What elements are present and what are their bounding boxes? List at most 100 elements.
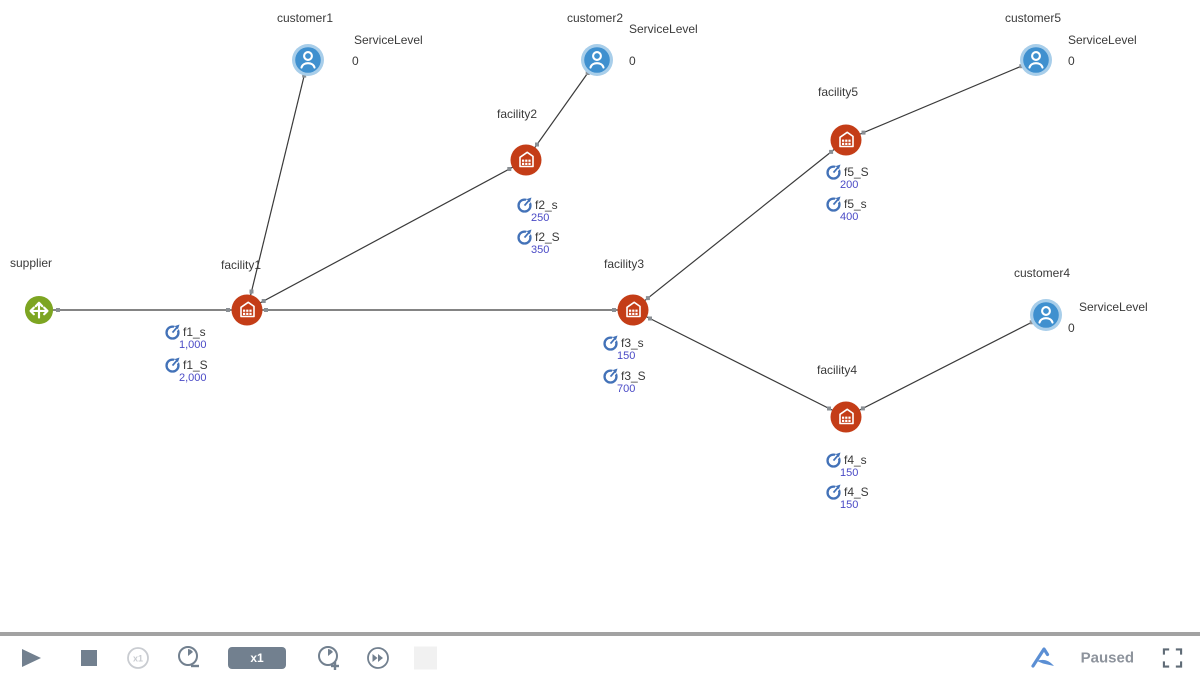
fast-forward-icon bbox=[367, 647, 389, 669]
gauge-value: 150 bbox=[840, 499, 859, 511]
gauge-f4_S: f4_S 150 bbox=[825, 483, 869, 511]
facility-icon bbox=[830, 401, 862, 433]
node-label-facility2: facility2 bbox=[497, 107, 538, 121]
gauge-f2_S: f2_S 350 bbox=[516, 228, 560, 256]
network-edges bbox=[39, 59, 1047, 418]
gauge-icon bbox=[517, 197, 533, 213]
service-level-label-customer2: ServiceLevel bbox=[629, 22, 698, 36]
gauge-f1_s: f1_s 1,000 bbox=[164, 323, 207, 351]
fullscreen-icon bbox=[1162, 648, 1183, 668]
gauge-name: f2_S bbox=[535, 229, 560, 244]
gauge-value: 2,000 bbox=[179, 372, 207, 384]
gauge-f3_S: f3_S 700 bbox=[602, 367, 646, 395]
gauge-name: f5_s bbox=[844, 196, 867, 211]
node-customer5[interactable] bbox=[1019, 43, 1053, 82]
gauge-value: 200 bbox=[840, 179, 859, 191]
speed-reset-label: x1 bbox=[133, 654, 143, 664]
stop-button[interactable] bbox=[80, 649, 98, 667]
customer-icon bbox=[1030, 299, 1062, 331]
simulation-canvas: supplier facility1 facility2 bbox=[10, 11, 1148, 511]
node-label-customer5: customer5 bbox=[1005, 11, 1062, 25]
stop-icon bbox=[81, 650, 97, 666]
speed-badge[interactable]: x1 bbox=[228, 647, 286, 669]
customer-icon bbox=[292, 44, 324, 76]
gauge-icon bbox=[826, 452, 842, 468]
gauge-f2_s: f2_s 250 bbox=[516, 196, 558, 224]
node-label-facility1: facility1 bbox=[221, 258, 262, 272]
gauge-icon bbox=[826, 484, 842, 500]
gauge-f5_S: f5_S 200 bbox=[825, 163, 869, 191]
anylogic-logo[interactable] bbox=[1030, 646, 1058, 670]
gauge-f1_S: f1_S 2,000 bbox=[164, 356, 208, 384]
node-label-supplier: supplier bbox=[10, 256, 53, 270]
gauge-icon bbox=[165, 357, 181, 373]
gauge-value: 1,000 bbox=[179, 339, 207, 351]
node-customer1[interactable] bbox=[291, 43, 325, 82]
node-label-customer2: customer2 bbox=[567, 11, 624, 25]
gauge-icon bbox=[517, 229, 533, 245]
speed-up-button[interactable] bbox=[316, 645, 342, 671]
node-facility5[interactable] bbox=[830, 124, 862, 161]
node-label-facility5: facility5 bbox=[818, 85, 859, 99]
customer-icon bbox=[1020, 44, 1052, 76]
play-icon bbox=[22, 649, 41, 667]
node-facility4[interactable] bbox=[830, 401, 862, 438]
gauge-icon bbox=[603, 368, 619, 384]
node-facility1[interactable] bbox=[231, 294, 263, 331]
gauge-f4_s: f4_s 150 bbox=[825, 451, 867, 479]
node-label-customer4: customer4 bbox=[1014, 266, 1071, 280]
gauge-f3_s: f3_s 150 bbox=[602, 334, 644, 362]
gauge-name: f2_s bbox=[535, 197, 558, 212]
gauge-icon bbox=[165, 324, 181, 340]
gauge-value: 250 bbox=[531, 212, 550, 224]
gauge-value: 150 bbox=[617, 350, 636, 362]
gauge-icon bbox=[826, 164, 842, 180]
gauge-name: f5_S bbox=[844, 164, 869, 179]
gauge-icon bbox=[826, 196, 842, 212]
fast-forward-button[interactable] bbox=[366, 646, 390, 670]
fullscreen-button[interactable] bbox=[1162, 648, 1183, 669]
simulation-toolbar: x1 x1 Paused bbox=[0, 632, 1200, 680]
node-customer4[interactable] bbox=[1029, 298, 1063, 337]
play-button[interactable] bbox=[18, 646, 44, 670]
gauge-f5_s: f5_s 400 bbox=[825, 195, 867, 223]
node-label-facility3: facility3 bbox=[604, 257, 645, 271]
gauge-name: f3_s bbox=[621, 335, 644, 350]
gauge-name: f4_s bbox=[844, 452, 867, 467]
gauge-value: 400 bbox=[840, 211, 859, 223]
node-supplier[interactable] bbox=[24, 295, 54, 330]
speed-badge-label: x1 bbox=[228, 647, 286, 669]
facility-icon bbox=[510, 144, 542, 176]
service-level-value-customer4: 0 bbox=[1068, 321, 1075, 335]
speed-reset-button[interactable]: x1 bbox=[126, 646, 150, 670]
facility-icon bbox=[617, 294, 649, 326]
clock-minus-icon bbox=[178, 646, 199, 668]
service-level-value-customer1: 0 bbox=[352, 54, 359, 68]
gauge-value: 150 bbox=[840, 467, 859, 479]
node-facility3[interactable] bbox=[617, 294, 649, 331]
service-level-value-customer2: 0 bbox=[629, 54, 636, 68]
blank-square bbox=[414, 646, 437, 670]
node-customer2[interactable] bbox=[580, 43, 614, 82]
service-level-label-customer5: ServiceLevel bbox=[1068, 33, 1137, 47]
customer-icon bbox=[581, 44, 613, 76]
gauge-name: f4_S bbox=[844, 484, 869, 499]
facility-icon bbox=[231, 294, 263, 326]
service-level-label-customer4: ServiceLevel bbox=[1079, 300, 1148, 314]
gauge-icon bbox=[603, 335, 619, 351]
node-facility2[interactable] bbox=[510, 144, 542, 181]
facility-icon bbox=[830, 124, 862, 156]
slow-down-button[interactable] bbox=[176, 645, 202, 671]
node-label-customer1: customer1 bbox=[277, 11, 334, 25]
gauge-name: f1_s bbox=[183, 324, 206, 339]
anylogic-logo-icon bbox=[1031, 647, 1054, 668]
service-level-value-customer5: 0 bbox=[1068, 54, 1075, 68]
gauge-value: 700 bbox=[617, 383, 636, 395]
blank-button bbox=[414, 646, 437, 670]
gauge-value: 350 bbox=[531, 244, 550, 256]
status-badge: Paused bbox=[1080, 649, 1134, 667]
service-level-label-customer1: ServiceLevel bbox=[354, 33, 423, 47]
gauge-name: f1_S bbox=[183, 357, 208, 372]
gauge-name: f3_S bbox=[621, 368, 646, 383]
supplier-icon bbox=[24, 295, 54, 325]
